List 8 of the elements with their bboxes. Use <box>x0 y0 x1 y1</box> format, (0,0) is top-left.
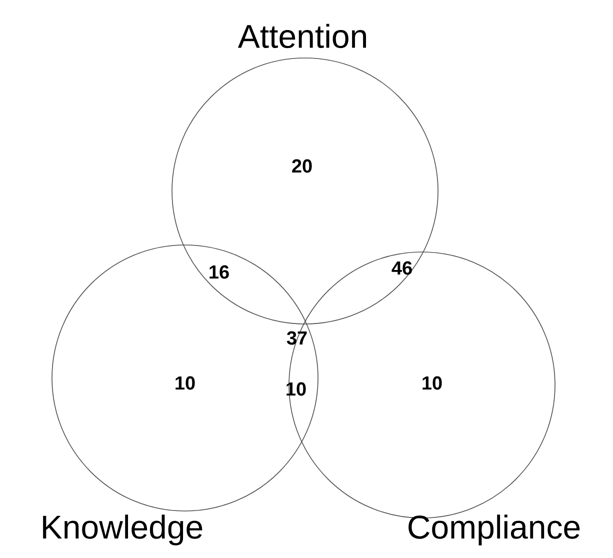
region-count: 20 <box>292 159 312 173</box>
region-count: 10 <box>176 376 195 390</box>
region-count: 10 <box>422 376 442 390</box>
set-title: Attention <box>238 24 366 48</box>
set-title: Compliance <box>408 514 580 546</box>
set-title: Knowledge <box>43 514 202 546</box>
region-count: 16 <box>210 265 229 279</box>
region-count: 46 <box>392 261 412 275</box>
